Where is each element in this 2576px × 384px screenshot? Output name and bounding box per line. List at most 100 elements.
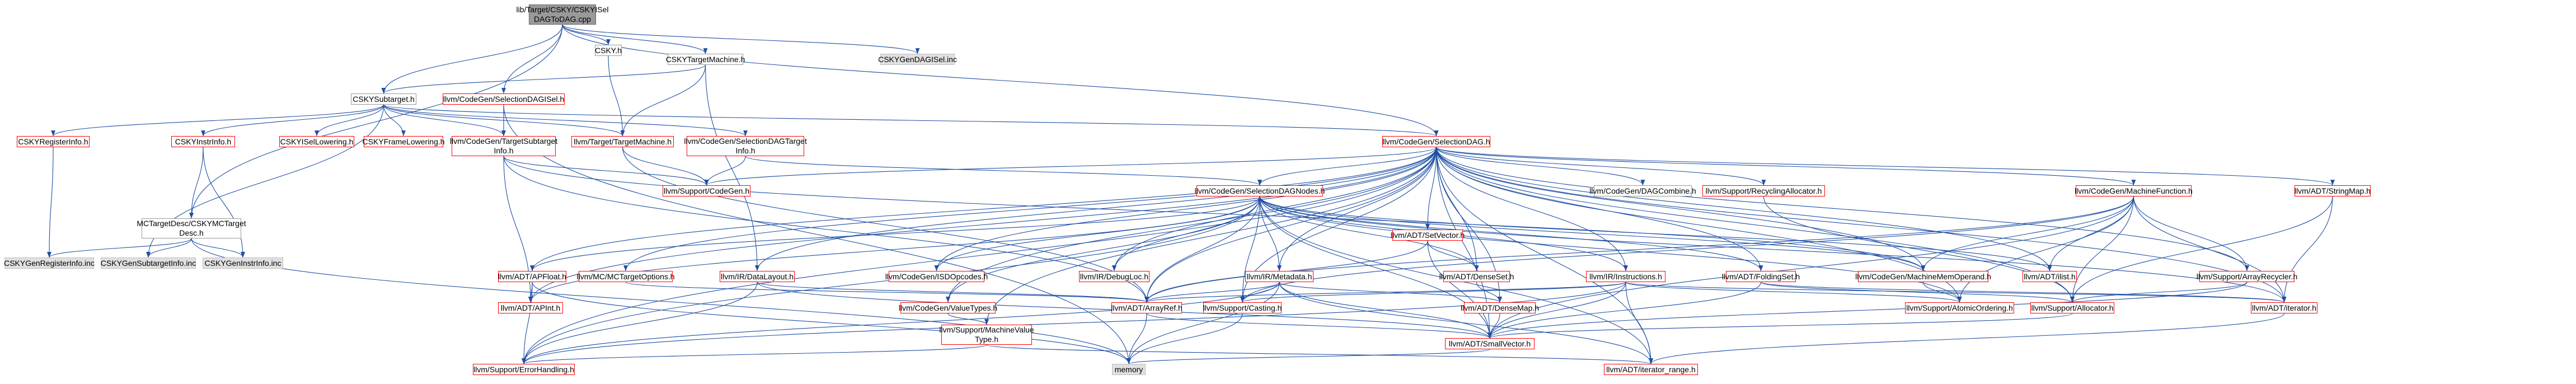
edge-selectiondagtargetinfo-h-to-codegen-h — [704, 156, 746, 186]
graph-node-dagcombine-h[interactable]: llvm/CodeGen/DAGCombine.h — [1589, 185, 1696, 196]
graph-node-smallvector-h[interactable]: llvm/ADT/SmallVector.h — [1445, 338, 1535, 349]
graph-node-denseset-h[interactable]: llvm/ADT/DenseSet.h — [1439, 271, 1514, 282]
graph-node-datalayout-h[interactable]: llvm/IR/DataLayout.h — [720, 271, 795, 282]
graph-node-cskyregisterinfo-h[interactable]: CSKYRegisterInfo.h — [17, 136, 90, 147]
edge-cskysubtarget-h-to-cskyisellowering-h — [315, 104, 384, 137]
graph-node-arrayref-h[interactable]: llvm/ADT/ArrayRef.h — [1111, 302, 1183, 313]
graph-node-ilist-h[interactable]: llvm/ADT/ilist.h — [2023, 271, 2077, 282]
graph-node-codegen-h[interactable]: llvm/Support/CodeGen.h — [663, 185, 750, 196]
graph-node-cskyinstrinfo-h[interactable]: CSKYInstrInfo.h — [171, 136, 235, 147]
graph-node-label: llvm/ADT/SmallVector.h — [1448, 339, 1531, 348]
graph-node-label: llvm/ADT/DenseSet.h — [1439, 271, 1514, 281]
graph-node-casting-h[interactable]: llvm/Support/Casting.h — [1203, 302, 1282, 313]
graph-node-label: CSKYInstrInfo.h — [175, 137, 232, 146]
graph-node-metadata-h[interactable]: llvm/IR/Metadata.h — [1245, 271, 1313, 282]
graph-node-cskysubtarget-h[interactable]: CSKYSubtarget.h — [351, 93, 416, 105]
graph-node-iterator-range-h[interactable]: llvm/ADT/iterator_range.h — [1604, 364, 1698, 375]
graph-node-targetmachine-h[interactable]: llvm/Target/TargetMachine.h — [571, 136, 674, 147]
edge-cskysubtarget-h-to-selectiondag-h — [383, 104, 1438, 137]
edge-datalayout-h-to-arrayref-h — [757, 282, 1149, 303]
edge-root-to-cskytargetmachine-h — [562, 24, 708, 54]
edge-targetoptions-h-to-arrayref-h — [625, 282, 1149, 303]
graph-node-isdopcodes-h[interactable]: llvm/CodeGen/ISDOpcodes.h — [885, 271, 988, 282]
edge-selectiondag-h-to-arrayref-h — [1144, 147, 1437, 303]
graph-node-setvector-h[interactable]: llvm/ADT/SetVector.h — [1390, 230, 1465, 241]
edge-casting-h-to-memory — [1127, 313, 1243, 364]
edge-selectiondagtargetinfo-h-to-selectiondagnodes-h — [745, 156, 1262, 186]
edge-targetmachine-h-to-codegen-h — [622, 147, 709, 186]
graph-node-arrayrecycler-h[interactable]: llvm/Support/ArrayRecycler.h — [2196, 271, 2298, 282]
edge-mctargetdesc-to-cskygenregisterinfo-inc — [47, 238, 192, 258]
graph-node-iterator-h[interactable]: llvm/ADT/iterator.h — [2251, 302, 2317, 313]
graph-node-label: llvm/ADT/SetVector.h — [1390, 230, 1465, 240]
edge-datalayout-h-to-errorhandling-h — [522, 282, 758, 364]
graph-node-label: llvm/IR/Instructions.h — [1589, 271, 1662, 281]
edge-denseset-h-to-densemap-h — [1476, 282, 1502, 303]
edge-selectiondagnodes-h-to-isdopcodes-h — [934, 196, 1260, 271]
graph-node-machinevaluetype-h[interactable]: llvm/Support/MachineValue Type.h — [939, 325, 1034, 345]
graph-node-cskytargetmachine-h[interactable]: CSKYTargetMachine.h — [666, 54, 745, 65]
edge-selectiondag-h-to-setvector-h — [1425, 147, 1437, 230]
graph-node-csky-h[interactable]: CSKY.h — [595, 45, 622, 56]
graph-node-label: llvm/Support/ArrayRecycler.h — [2196, 271, 2298, 281]
graph-node-stringmap-h[interactable]: llvm/ADT/StringMap.h — [2295, 185, 2371, 196]
graph-node-cskyframelowering-h[interactable]: CSKYFrameLowering.h — [362, 136, 445, 147]
graph-node-label: llvm/CodeGen/MachineMemOperand.h — [1855, 271, 1991, 281]
edge-machinememoperand-h-to-atomicordering-h — [1922, 282, 1962, 303]
edge-machinefunction-h-to-iterator-h — [2133, 196, 2287, 303]
graph-node-targetoptions-h[interactable]: llvm/MC/MCTargetOptions.h — [576, 271, 675, 282]
edge-selectiondag-h-to-codegen-h — [704, 147, 1437, 186]
graph-node-cskygensubtargetinfo-inc: CSKYGenSubtargetInfo.inc — [101, 257, 196, 269]
edge-machinefunction-h-to-allocator-h — [2070, 196, 2134, 303]
edge-selectiondag-h-to-errorhandling-h — [522, 147, 1437, 364]
graph-node-label: llvm/ADT/ilist.h — [2024, 271, 2076, 281]
graph-node-label: llvm/ADT/iterator.h — [2251, 303, 2317, 312]
graph-node-label: CSKYGenSubtargetInfo.inc — [100, 258, 196, 268]
graph-node-valuetypes-h[interactable]: llvm/CodeGen/ValueTypes.h — [899, 302, 997, 313]
graph-node-label: llvm/IR/Metadata.h — [1246, 271, 1312, 281]
graph-node-label: llvm/ADT/iterator_range.h — [1606, 364, 1696, 374]
graph-node-label: CSKYGenInstrInfo.inc — [204, 258, 281, 268]
edge-selectiondag-h-to-dagcombine-h — [1435, 147, 1645, 186]
edge-root-to-selectiondag-h — [562, 24, 1439, 137]
graph-node-targetsubtargetinfo-h[interactable]: llvm/CodeGen/TargetSubtarget Info.h — [450, 136, 557, 156]
graph-node-selectiondagtargetinfo-h[interactable]: llvm/CodeGen/SelectionDAGTarget Info.h — [684, 136, 807, 156]
edge-setvector-h-to-denseset-h — [1427, 240, 1479, 271]
graph-node-atomicordering-h[interactable]: llvm/Support/AtomicOrdering.h — [1905, 302, 2014, 313]
edge-metadata-h-to-iterator-range-h — [1279, 282, 1653, 364]
graph-node-mctargetdesc[interactable]: MCTargetDesc/CSKYMCTarget Desc.h — [137, 218, 246, 238]
graph-node-recyclingallocator-h[interactable]: llvm/Support/RecyclingAllocator.h — [1702, 185, 1825, 196]
graph-node-label: llvm/Support/ErrorHandling.h — [473, 364, 574, 374]
graph-node-instructions-h[interactable]: llvm/IR/Instructions.h — [1586, 271, 1665, 282]
graph-node-selectiondagnodes-h[interactable]: llvm/CodeGen/SelectionDAGNodes.h — [1195, 185, 1325, 196]
graph-node-label: llvm/IR/DebugLoc.h — [1080, 271, 1149, 281]
graph-node-foldingset-h[interactable]: llvm/ADT/FoldingSet.h — [1722, 271, 1800, 282]
edge-cskysubtarget-h-to-targetsubtargetinfo-h — [383, 104, 506, 137]
graph-node-apfloat-h[interactable]: llvm/ADT/APFloat.h — [498, 271, 566, 282]
graph-node-apint-h[interactable]: llvm/ADT/APInt.h — [498, 302, 563, 313]
graph-node-errorhandling-h[interactable]: llvm/Support/ErrorHandling.h — [473, 364, 575, 375]
edge-selectiondag-h-to-stringmap-h — [1435, 147, 2335, 186]
edge-machinefunction-h-to-atomicordering-h — [1957, 196, 2134, 303]
graph-node-label: llvm/CodeGen/MachineFunction.h — [2075, 186, 2193, 195]
graph-node-selectiondagisel-h[interactable]: llvm/CodeGen/SelectionDAGISel.h — [443, 93, 565, 105]
graph-node-label: CSKYGenRegisterInfo.inc — [4, 258, 95, 268]
graph-node-selectiondag-h[interactable]: llvm/CodeGen/SelectionDAG.h — [1382, 136, 1490, 147]
graph-node-machinememoperand-h[interactable]: llvm/CodeGen/MachineMemOperand.h — [1855, 271, 1991, 282]
graph-node-label: llvm/IR/DataLayout.h — [721, 271, 794, 281]
graph-node-cskyisellowering-h[interactable]: CSKYISelLowering.h — [279, 136, 354, 147]
edge-selectiondagnodes-h-to-debugloc-h — [1112, 196, 1260, 271]
edge-selectiondag-h-to-machinefunction-h — [1435, 147, 2136, 186]
edge-selectiondagnodes-h-to-metadata-h — [1259, 196, 1282, 271]
graph-node-allocator-h[interactable]: llvm/Support/Allocator.h — [2030, 302, 2114, 313]
graph-node-densemap-h[interactable]: llvm/ADT/DenseMap.h — [1461, 302, 1539, 313]
graph-node-machinefunction-h[interactable]: llvm/CodeGen/MachineFunction.h — [2075, 185, 2193, 196]
edge-cskysubtarget-h-to-targetmachine-h — [383, 104, 625, 137]
graph-node-cskygenregisterinfo-inc: CSKYGenRegisterInfo.inc — [4, 257, 95, 269]
graph-node-debugloc-h[interactable]: llvm/IR/DebugLoc.h — [1079, 271, 1149, 282]
edge-machinefunction-h-to-casting-h — [1240, 196, 2134, 303]
edge-cskysubtarget-h-to-cskyframelowering-h — [383, 104, 406, 137]
graph-node-root: lib/Target/CSKY/CSKYISel DAGToDAG.cpp — [517, 4, 608, 25]
edge-targetsubtargetinfo-h-to-machinememoperand-h — [503, 156, 1926, 271]
edge-apfloat-h-to-memory — [532, 282, 1131, 364]
